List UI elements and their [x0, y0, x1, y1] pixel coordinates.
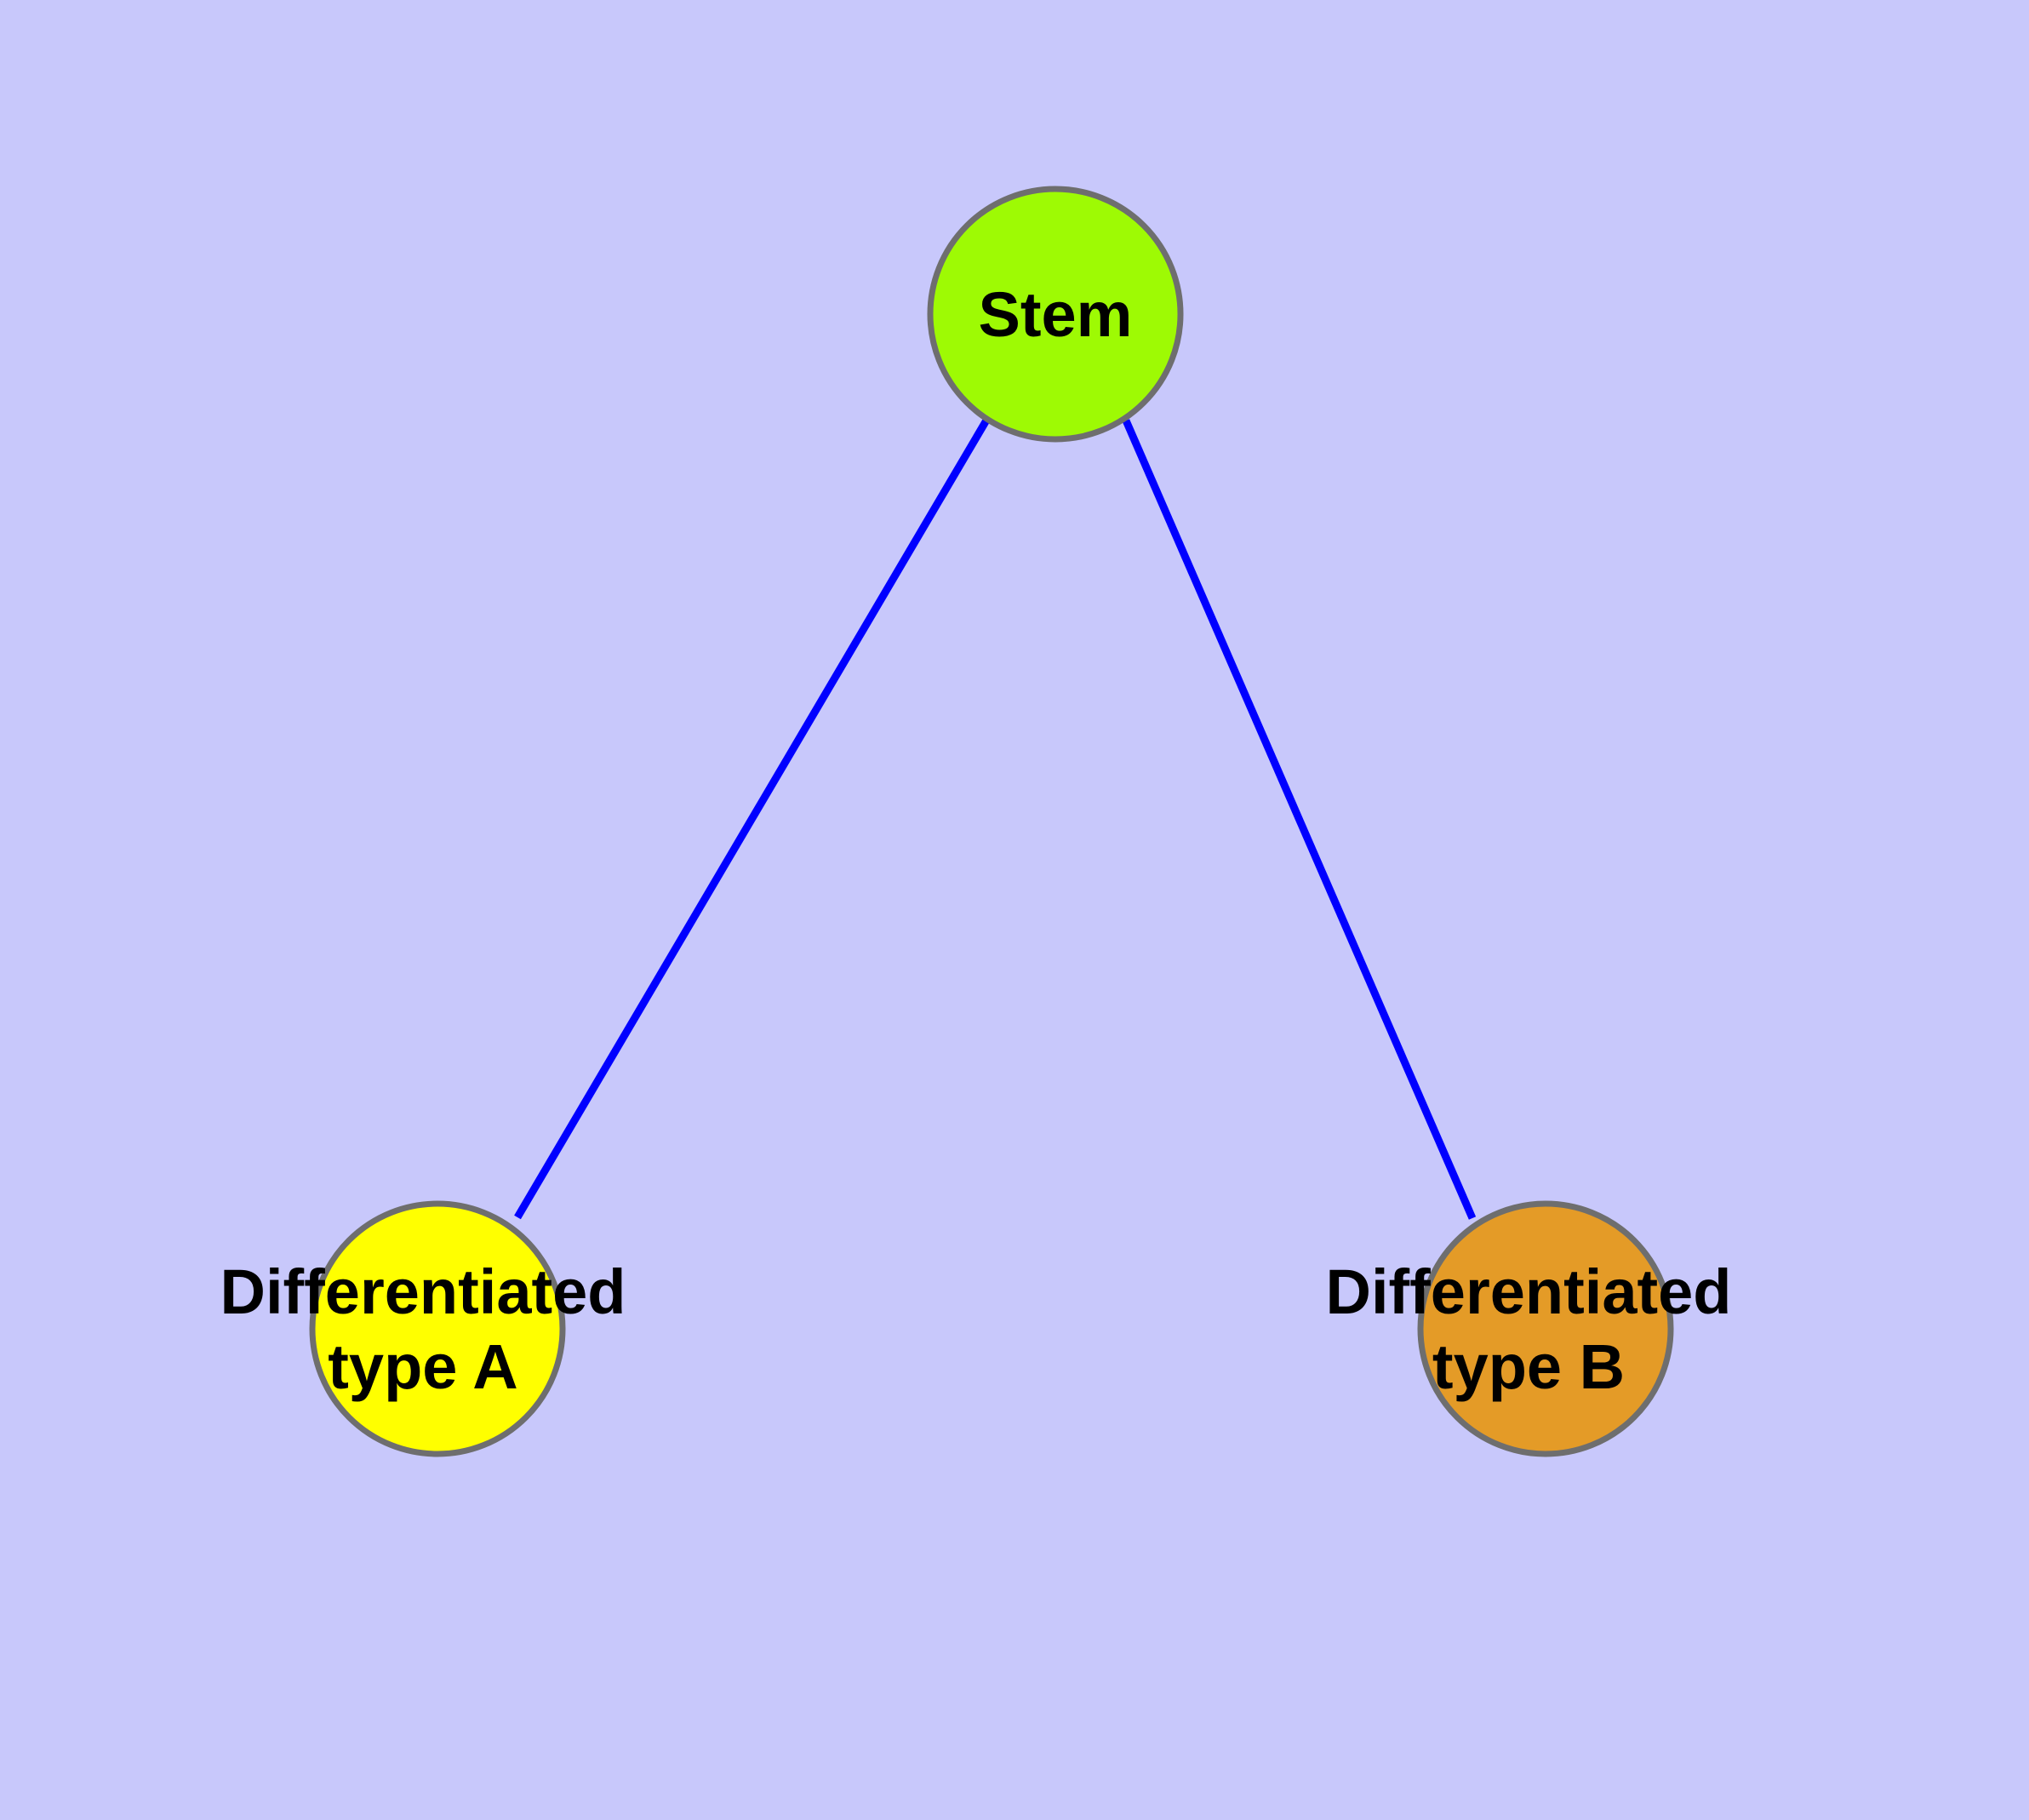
edges-layer — [514, 416, 1477, 1220]
node-stem[interactable] — [927, 186, 1184, 443]
node-diff-a-circle[interactable] — [309, 1200, 566, 1457]
node-diff-b-circle[interactable] — [1417, 1200, 1674, 1457]
edge-stem-to-diff-b[interactable] — [1122, 419, 1477, 1220]
node-stem-label: Stem — [979, 279, 1133, 350]
node-stem-circle[interactable] — [927, 186, 1184, 443]
label-line: Differentiated — [1326, 1256, 1732, 1327]
edge-stem-to-diff-a[interactable] — [514, 416, 991, 1220]
nodes-layer — [309, 186, 1674, 1457]
node-diff-b[interactable] — [1417, 1200, 1674, 1457]
label-line: Stem — [979, 279, 1133, 350]
node-diff-a[interactable] — [309, 1200, 566, 1457]
label-line: Differentiated — [220, 1256, 626, 1327]
label-line: type A — [328, 1331, 517, 1402]
label-line: type B — [1432, 1331, 1625, 1402]
